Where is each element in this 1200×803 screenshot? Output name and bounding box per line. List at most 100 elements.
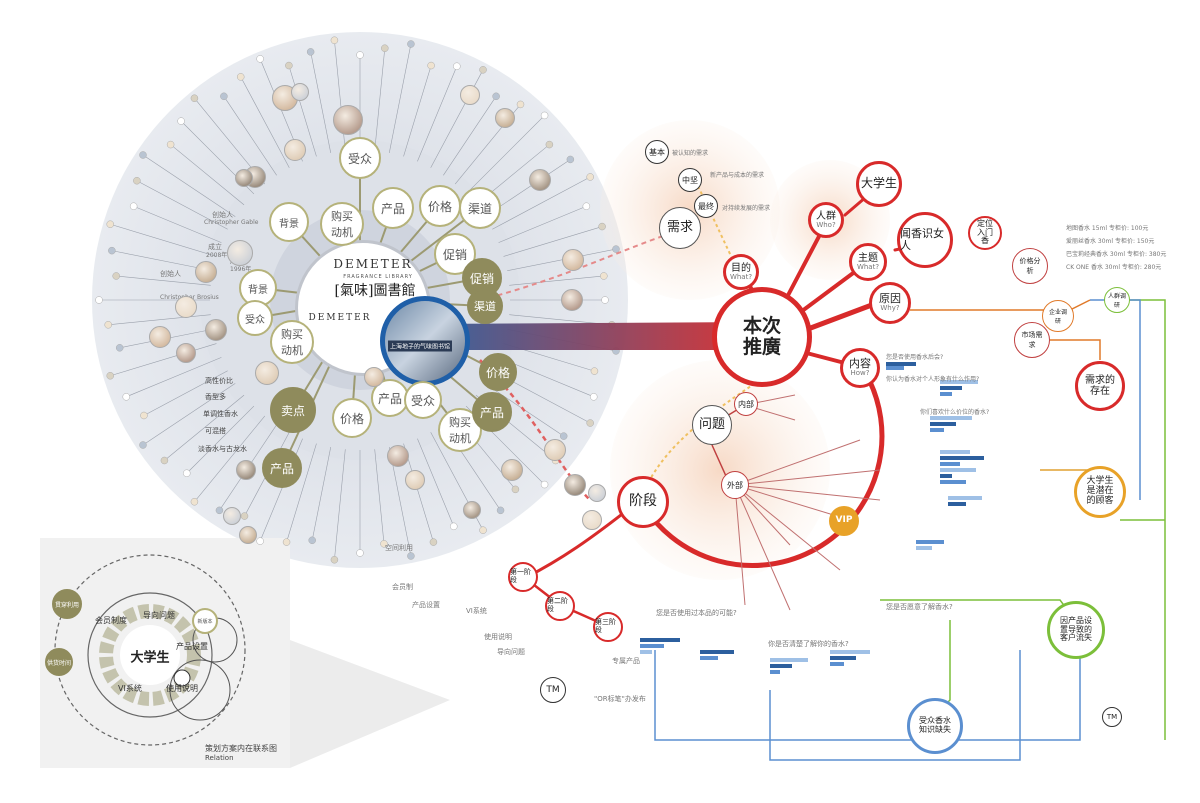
leaf-dot-4 [589, 393, 598, 401]
leaf-dot-38 [139, 151, 147, 159]
thumbnail-photo [149, 326, 171, 348]
leaf-dot-19 [282, 538, 291, 546]
node-external[interactable]: 外部 [721, 471, 749, 499]
node-stage-3[interactable]: 第三阶段 [593, 612, 623, 642]
leaf-dot-5 [586, 419, 594, 427]
fine-spoke-39 [170, 144, 245, 206]
node-motive-left[interactable]: 购买动机 [270, 320, 314, 364]
survey-bar-23 [770, 658, 808, 662]
node-positioning[interactable]: 定位入门香 [968, 216, 1002, 250]
node-potential-customers[interactable]: 大学生是潜在的顾客 [1074, 466, 1126, 518]
leaf-dot-62 [612, 245, 620, 253]
node-motive-top[interactable]: 购买动机 [320, 202, 364, 246]
leaf-dot-13 [429, 538, 438, 546]
node-background-left[interactable]: 背景 [239, 269, 277, 307]
leaf-dot-10 [496, 506, 505, 515]
survey-bar-7 [930, 428, 944, 432]
leaf-dot-18 [308, 536, 316, 545]
leaf-dot-22 [215, 506, 224, 515]
thumbnail-photo [460, 85, 480, 105]
node-audience-left[interactable]: 受众 [237, 300, 273, 336]
node-internal[interactable]: 内部 [734, 392, 758, 416]
founder-name-1: Christopher Gable [204, 219, 259, 226]
node-audience-top[interactable]: 受众 [339, 137, 381, 179]
survey-bar-14 [948, 496, 982, 500]
fine-spoke-49 [374, 48, 386, 151]
node-stage-2[interactable]: 第二阶段 [545, 591, 575, 621]
node-customer-loss[interactable]: 因产品设置导致的客户流失 [1047, 601, 1105, 659]
node-problem[interactable]: 问题 [692, 405, 732, 445]
fine-spoke-61 [503, 226, 603, 257]
node-knowledge-lack[interactable]: 受众香水知识缺失 [907, 698, 963, 754]
fine-spoke-25 [164, 394, 245, 461]
node-price-top[interactable]: 价格 [419, 185, 461, 227]
fine-spoke-26 [142, 383, 236, 446]
survey-question-3: 你们喜欢什么价位的香水? [920, 409, 990, 416]
node-price-analysis[interactable]: 价格分析 [1012, 248, 1048, 284]
leaf-dot-36 [129, 202, 138, 210]
fine-spoke-42 [223, 96, 277, 176]
stage-label-vi: VI系统 [466, 607, 487, 615]
node-demand-core[interactable]: 中坚 [678, 168, 702, 192]
thumbnail-photo [176, 343, 196, 363]
leaf-dot-31 [104, 321, 112, 329]
node-stage[interactable]: 阶段 [617, 476, 669, 528]
stage-label-product: 产品设置 [412, 601, 440, 609]
founded-year-1: 2008年 [206, 252, 228, 259]
thumbnail-photo [564, 474, 586, 496]
node-price-bottom[interactable]: 价格 [332, 398, 372, 438]
node-demand-exists[interactable]: 需求的存在 [1075, 361, 1125, 411]
node-demand[interactable]: 需求 [659, 207, 701, 249]
storefront-photo-node[interactable] [380, 296, 470, 386]
node-background-top[interactable]: 背景 [269, 202, 309, 242]
node-stage-1[interactable]: 第一阶段 [508, 562, 538, 592]
leaf-dot-17 [330, 555, 339, 564]
node-selling-point[interactable]: 卖点 [270, 387, 316, 433]
node-scent-of-woman[interactable]: 闻香识女人 [897, 212, 953, 268]
leaf-dot-30 [115, 344, 124, 352]
node-college-students[interactable]: 大学生 [856, 161, 902, 207]
node-price-fill-2[interactable]: 价格 [479, 353, 517, 391]
node-crowd-research[interactable]: 人群调研 [1104, 287, 1130, 313]
leaf-dot-54 [492, 92, 500, 101]
thumbnail-photo [235, 169, 253, 187]
stage-label-launch: "OR标笔"办发布 [594, 695, 646, 703]
node-product-left[interactable]: 产品 [262, 448, 302, 488]
thumbnail-photo [223, 507, 241, 525]
fine-spoke-45 [288, 65, 317, 157]
node-audience-bottom[interactable]: 受众 [404, 381, 442, 419]
thumbnail-photo [463, 501, 481, 519]
survey-bar-10 [940, 462, 960, 466]
node-demand-basic[interactable]: 基本 [645, 140, 669, 164]
node-channel-right[interactable]: 渠道 [467, 288, 503, 324]
stage-label-manual: 使用说明 [484, 633, 512, 641]
node-product-top[interactable]: 产品 [372, 187, 414, 229]
main-promotion-node[interactable]: 本次推廣 [712, 287, 812, 387]
thumbnail-photo [364, 367, 384, 387]
fine-spoke-62 [507, 248, 617, 272]
leaf-dot-3 [590, 367, 599, 375]
node-demand-final[interactable]: 最终 [694, 194, 718, 218]
fine-spoke-15 [374, 449, 385, 544]
leaf-dot-52 [453, 62, 461, 71]
thumbnail-photo [195, 261, 217, 283]
fine-spoke-17 [334, 449, 346, 560]
node-product-right[interactable]: 产品 [472, 392, 512, 432]
survey-bar-0 [886, 362, 916, 366]
demand-text-3: 对持续发展的需求 [722, 205, 771, 212]
inset-space-use: 贯穿利用 [52, 589, 82, 619]
node-market-demand[interactable]: 市场需求 [1014, 322, 1050, 358]
node-channel-top[interactable]: 渠道 [459, 187, 501, 229]
fine-spoke-56 [465, 115, 545, 195]
price-line-3: 巴宝莉经典香水 30ml 专柜价: 380元 [1066, 251, 1167, 258]
founded-year-2: 1996年 [230, 266, 252, 273]
thumbnail-photo [495, 108, 515, 128]
node-company-research[interactable]: 企业调研 [1042, 300, 1074, 332]
price-line-1: 地图香水 15ml 专柜价: 100元 [1066, 225, 1149, 232]
leaf-dot-6 [559, 432, 568, 440]
